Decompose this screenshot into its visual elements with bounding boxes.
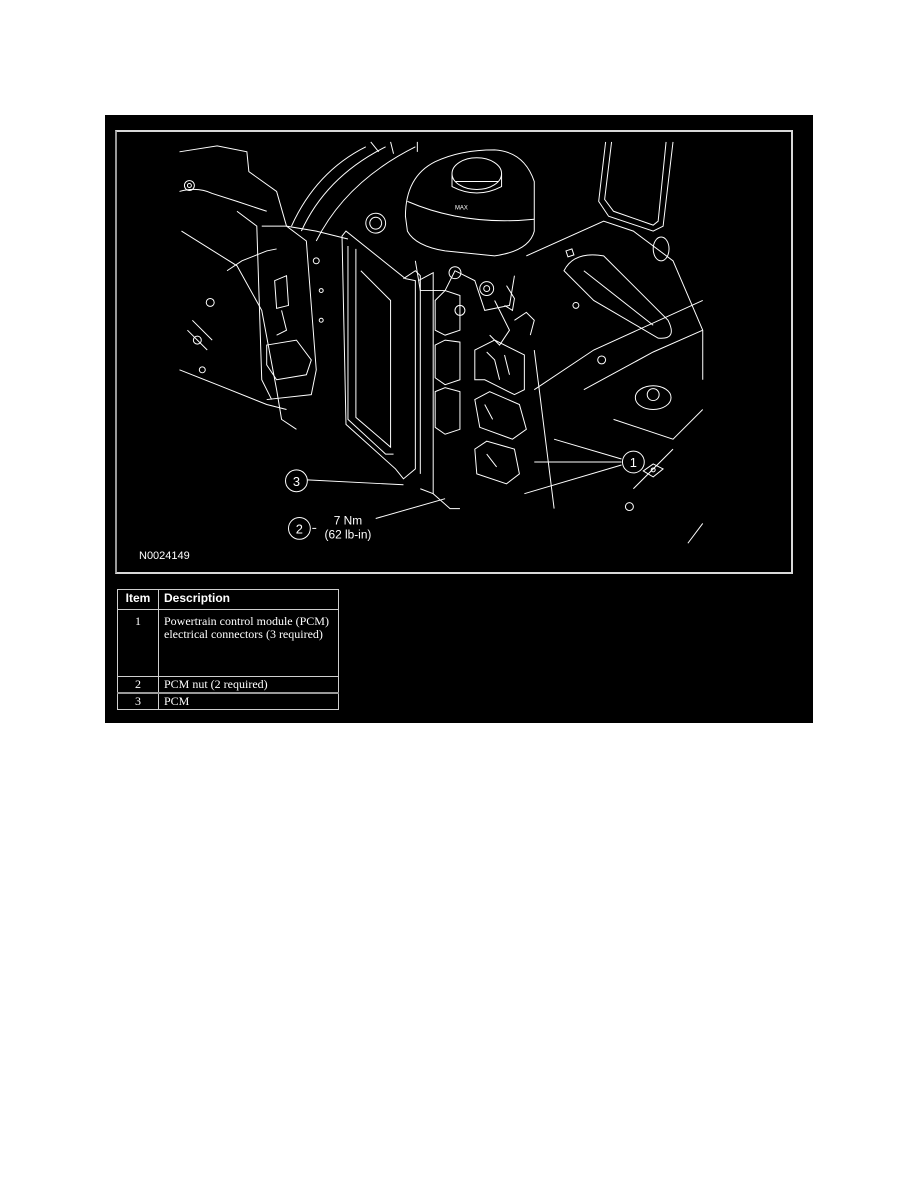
legend-table: Item Description 1 Powertrain control mo… [117,589,339,710]
legend-header-row: Item Description [117,589,339,610]
legend-item-description: Powertrain control module (PCM) electric… [158,609,339,677]
pcm-module-drawing [341,230,461,510]
legend-item-number: 2 [117,676,159,694]
left-bracket-drawing [179,145,349,430]
pcm-location-illustration: 1 3 2 7 Nm (62 lb-in) MAX [179,141,704,544]
leader-lines [307,438,622,529]
legend-header-item: Item [117,589,159,610]
legend-header-description: Description [158,589,339,610]
legend-row: 1 Powertrain control module (PCM) electr… [117,609,339,677]
reservoir-max-marking: MAX [455,205,468,211]
legend-item-number: 3 [117,692,159,710]
svg-text:3: 3 [293,474,300,489]
right-structure-drawing [526,141,704,544]
callout-1: 1 [621,450,645,474]
callout-3: 3 [285,469,308,493]
legend-item-number: 1 [117,609,159,677]
callout-2: 2 [288,516,311,540]
brake-reservoir-drawing [370,141,535,346]
legend-row: 3 PCM [117,692,339,710]
svg-text:1: 1 [630,455,637,470]
pcm-connectors-drawing [474,285,535,485]
torque-spec-lbin: (62 lb-in) [325,527,372,541]
torque-spec-nm: 7 Nm [334,513,362,527]
legend-item-description: PCM [158,692,339,710]
figure-id: N0024149 [139,550,190,562]
legend-row: 2 PCM nut (2 required) [117,676,339,694]
legend-item-description: PCM nut (2 required) [158,676,339,694]
illustration-frame: 1 3 2 7 Nm (62 lb-in) MAX N0024149 [115,130,793,574]
brake-booster-drawing [291,146,416,242]
figure-block: 1 3 2 7 Nm (62 lb-in) MAX N0024149 Item … [105,115,813,723]
svg-text:2: 2 [296,521,303,536]
